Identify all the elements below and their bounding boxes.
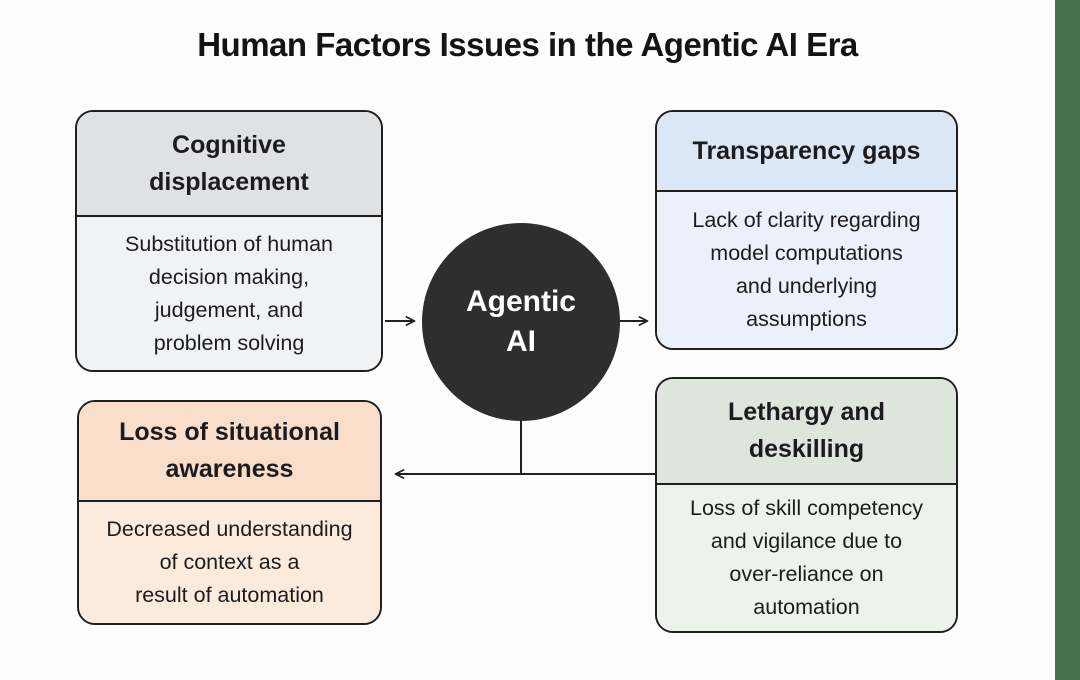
diagram-title: Human Factors Issues in the Agentic AI E… bbox=[197, 26, 858, 63]
issue-box-transparency-gaps: Transparency gaps Lack of clarity regard… bbox=[655, 110, 958, 350]
issue-box-lethargy-and-deskilling: Lethargy and deskilling Loss of skill co… bbox=[655, 377, 958, 633]
issue-box-description: Substitution of human decision making, j… bbox=[77, 217, 381, 370]
issue-box-cognitive-displacement: Cognitive displacement Substitution of h… bbox=[75, 110, 383, 372]
issue-box-title: Loss of situational awareness bbox=[79, 402, 380, 502]
issue-box-description: Loss of skill competency and vigilance d… bbox=[657, 485, 956, 631]
agentic-ai-node: Agentic AI bbox=[422, 223, 620, 421]
issue-box-title: Transparency gaps bbox=[657, 112, 956, 192]
issue-box-title: Cognitive displacement bbox=[77, 112, 381, 217]
issue-box-description: Decreased understanding of context as a … bbox=[79, 502, 380, 623]
issue-box-description: Lack of clarity regarding model computat… bbox=[657, 192, 956, 348]
issue-box-title: Lethargy and deskilling bbox=[657, 379, 956, 485]
issue-box-loss-of-situational-awareness: Loss of situational awareness Decreased … bbox=[77, 400, 382, 625]
accent-strip bbox=[1055, 0, 1080, 680]
